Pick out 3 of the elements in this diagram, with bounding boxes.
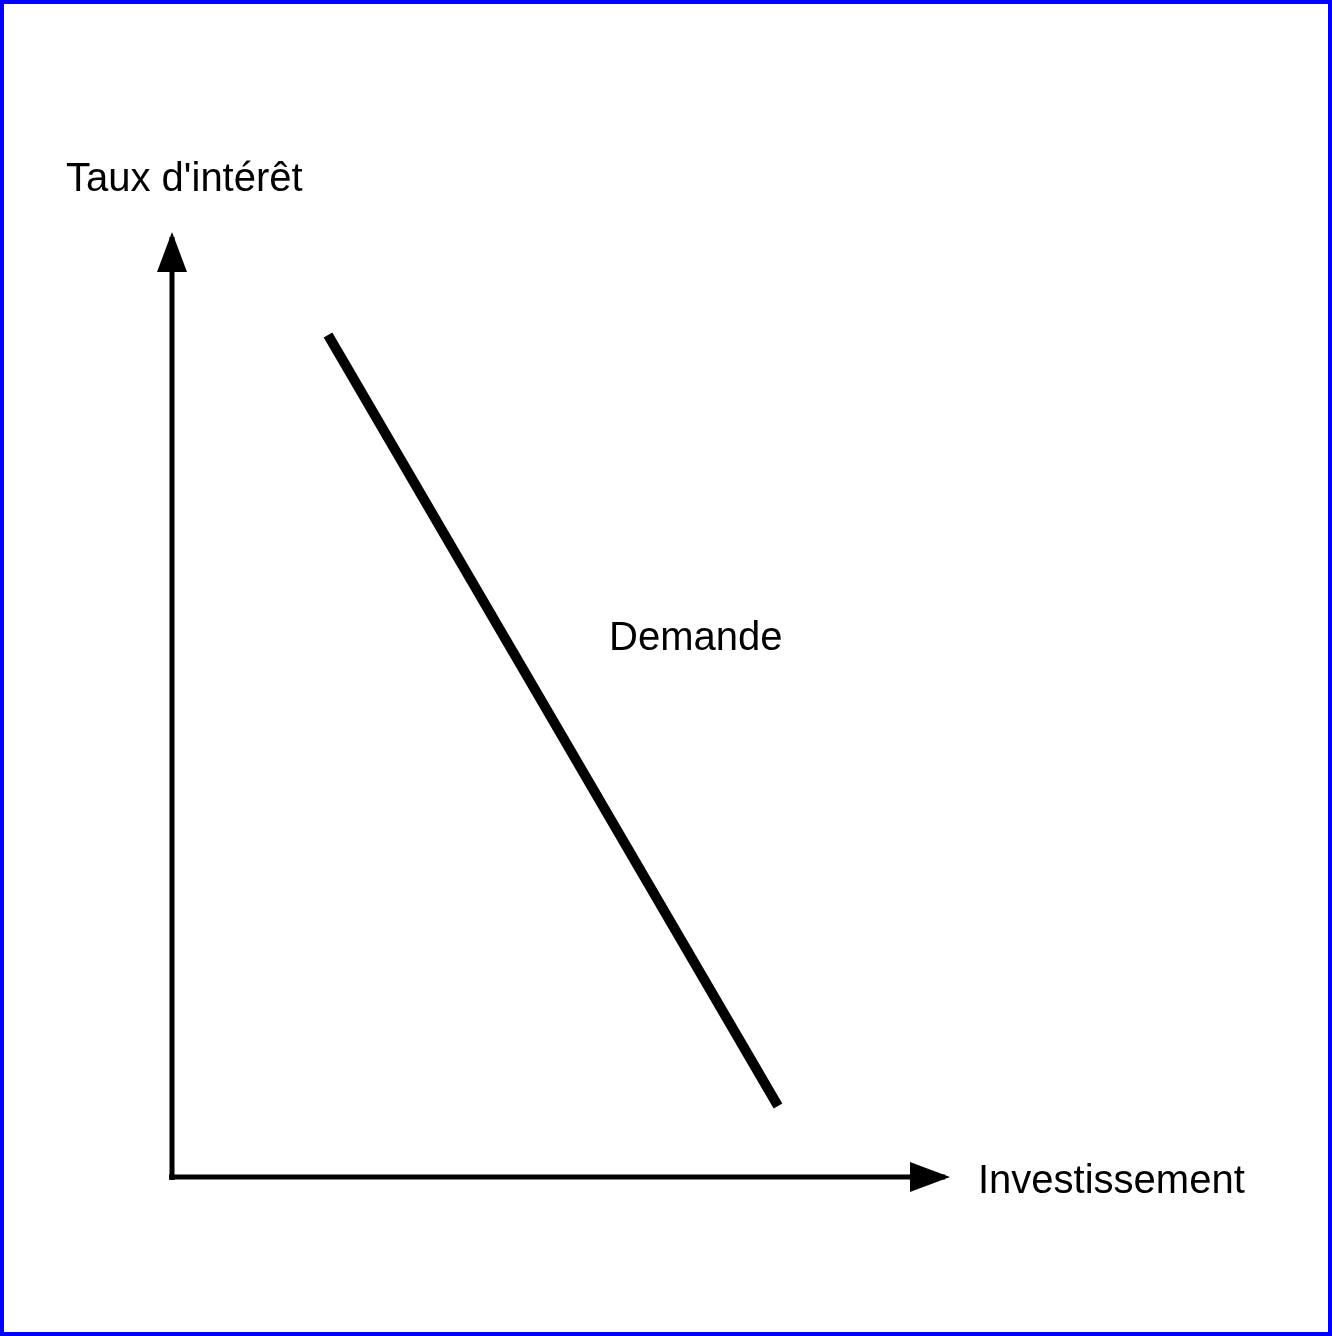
axis-label: Investissement [978,1159,1245,1199]
axis-label: Taux d'intérêt [66,157,303,197]
curve-label: Demande [609,616,783,656]
